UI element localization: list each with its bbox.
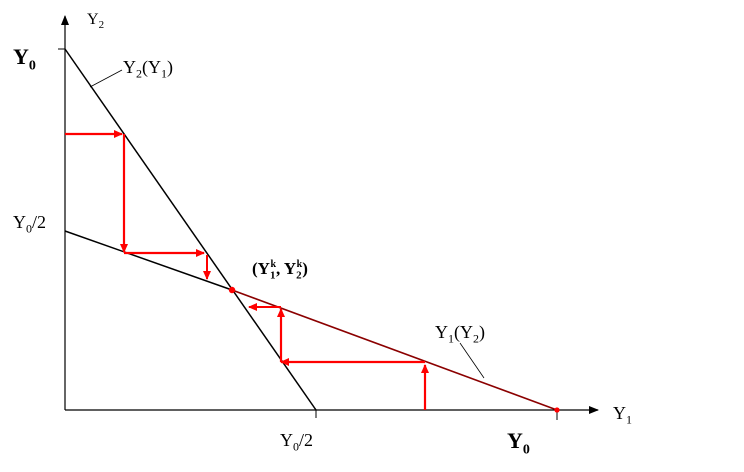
x-tick-label-end: Y0 — [507, 428, 530, 458]
y-tick-label-half: Y0/2 — [13, 212, 47, 236]
y-axis-label: Y2 — [87, 11, 105, 32]
equilibrium-label: (Y1k, Y2k) — [252, 259, 308, 282]
y-tick-label-top: Y0 — [13, 44, 36, 74]
x-axis-label: Y1 — [613, 403, 632, 427]
reaction-curve-1-lower — [231, 289, 558, 411]
reaction-curve-1 — [64, 230, 233, 291]
reaction-curve-2-label: Y2(Y1) — [123, 57, 173, 81]
reaction-curve-1-label: Y1(Y2) — [435, 322, 485, 346]
intercept-point — [554, 407, 560, 413]
leader-reaction-1 — [459, 342, 485, 379]
reaction-curve-2 — [64, 48, 317, 411]
x-tick-label-half: Y0/2 — [280, 430, 314, 454]
equilibrium-point — [228, 286, 236, 294]
leader-reaction-2 — [89, 69, 123, 88]
